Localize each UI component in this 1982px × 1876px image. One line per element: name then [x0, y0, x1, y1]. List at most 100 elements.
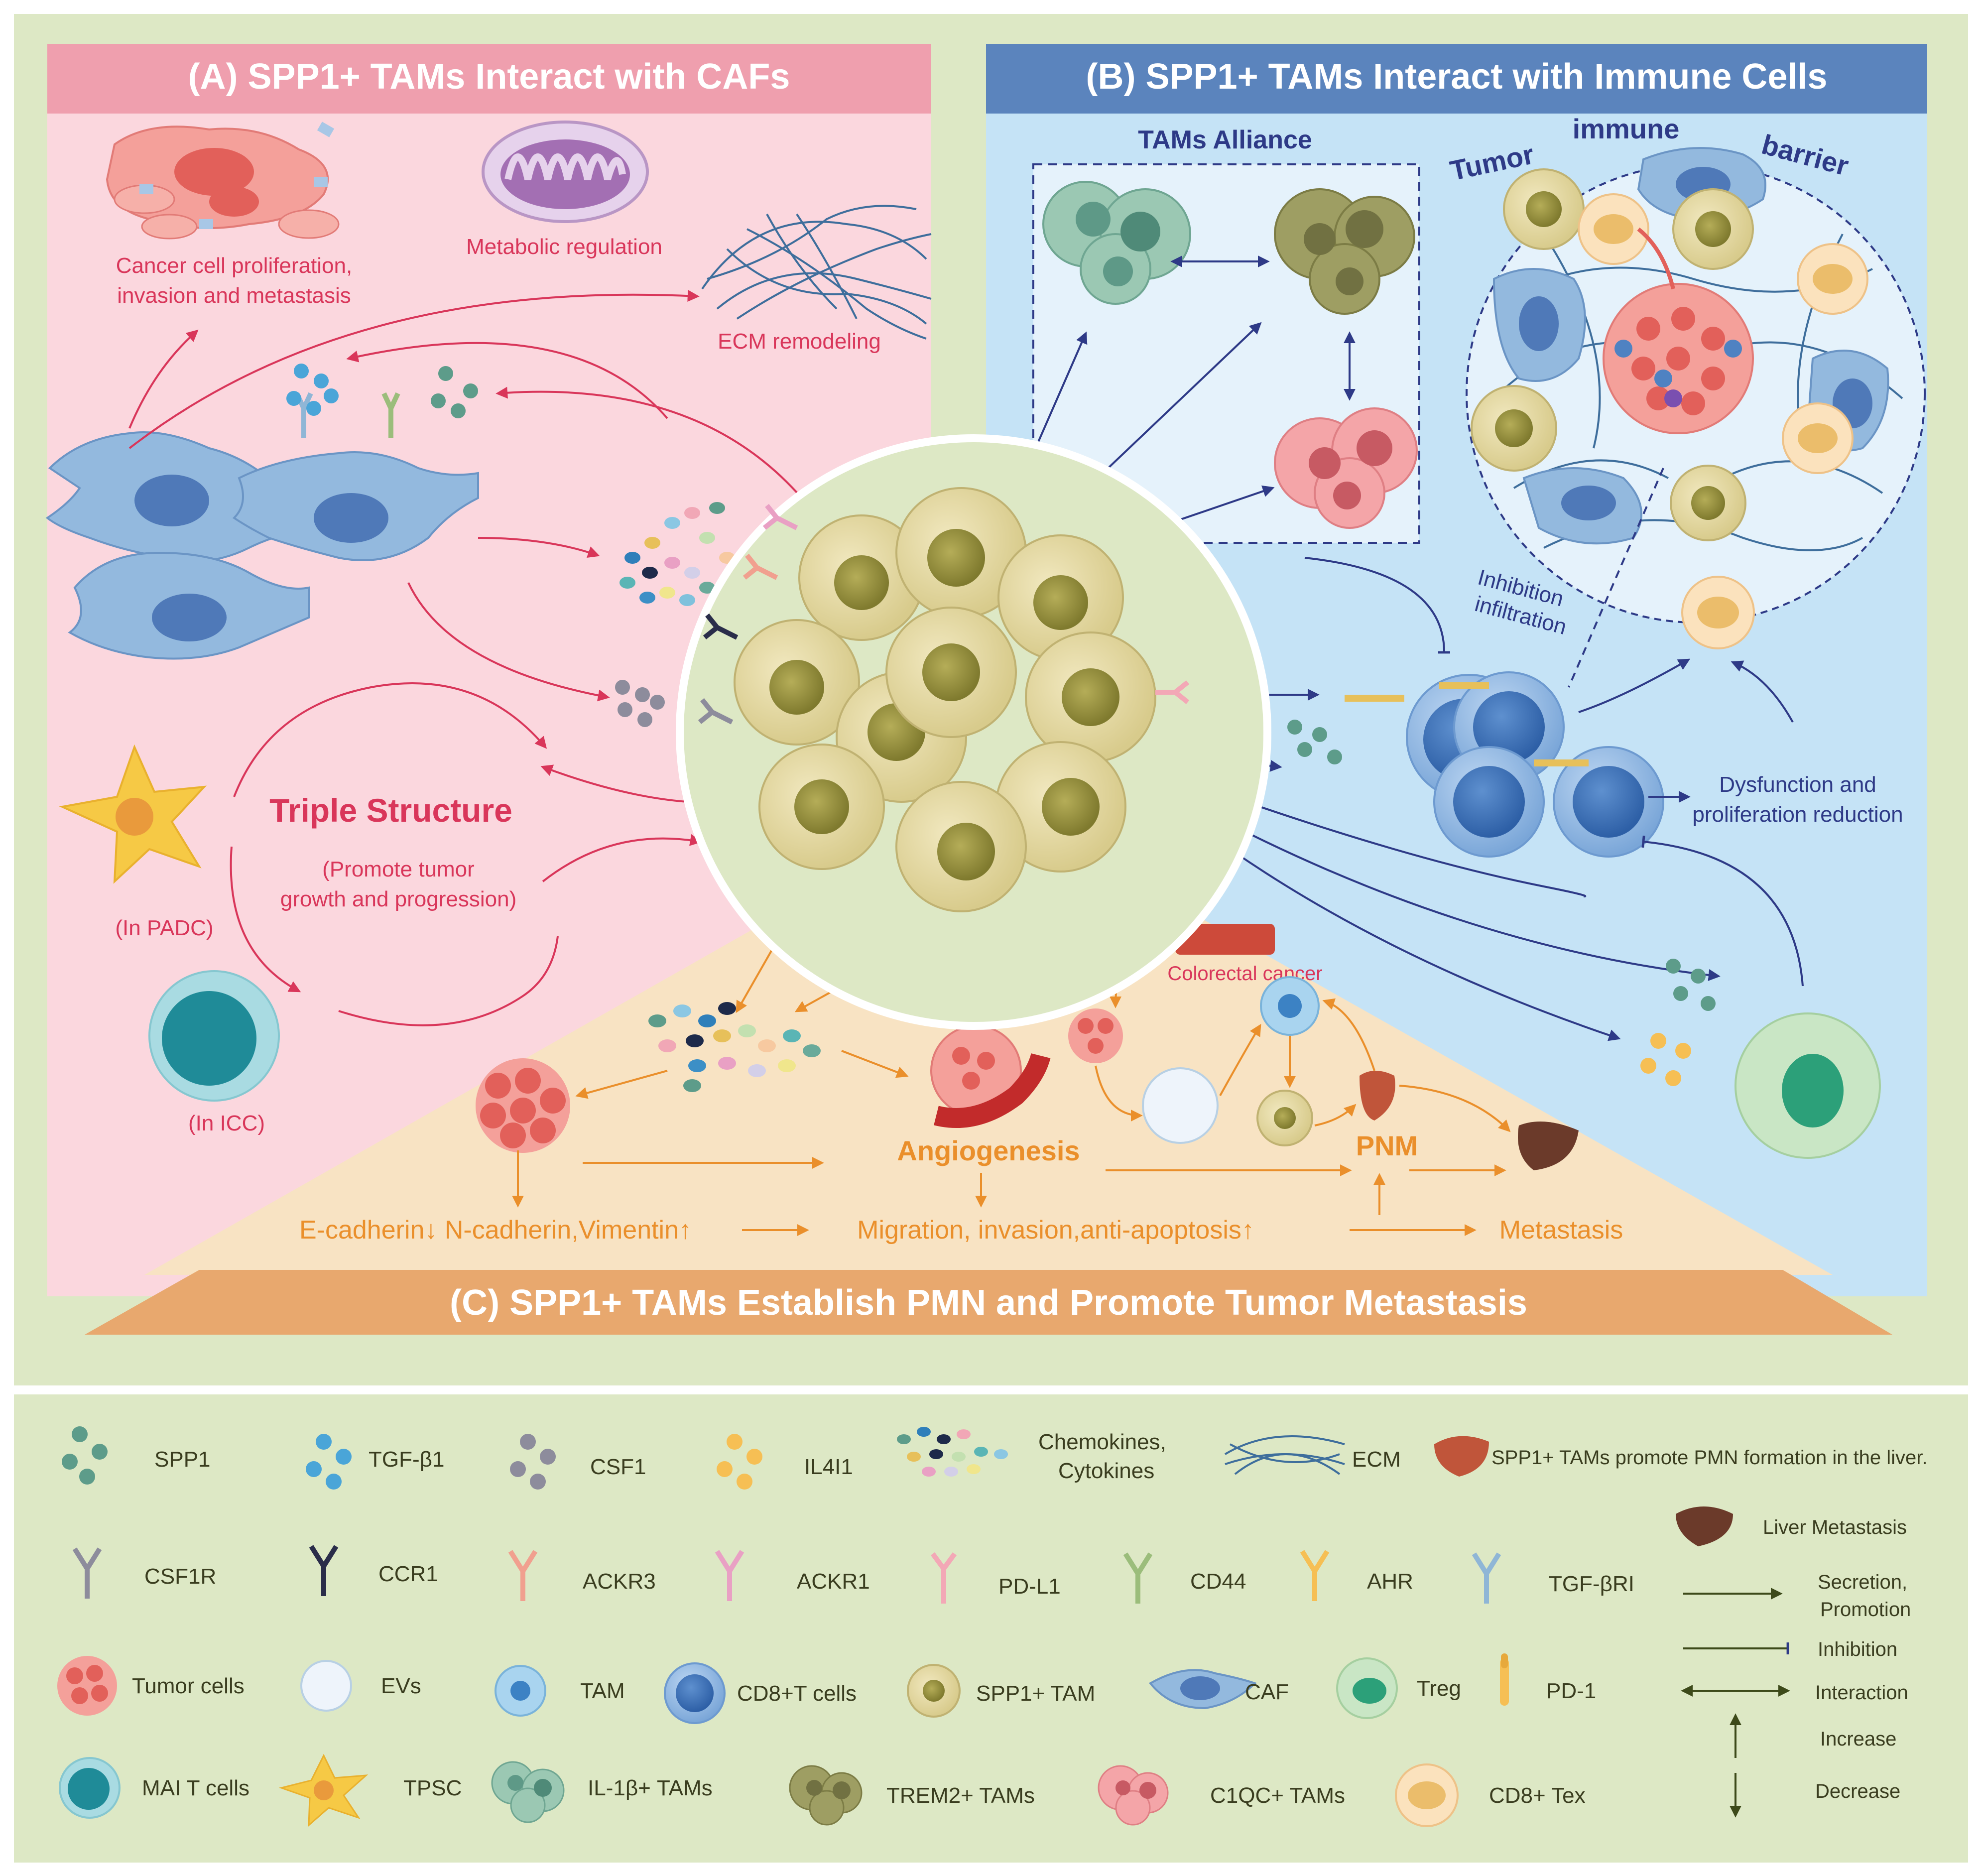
il4i1-dots-icon — [727, 1434, 743, 1450]
legend-decrease-label: Decrease — [1815, 1780, 1900, 1802]
panel-a-arrows — [128, 290, 803, 882]
cancer-cell-label-2: invasion and metastasis — [117, 283, 351, 308]
legend-chemokines-label-2: Cytokines — [1058, 1459, 1154, 1483]
csf1-dots-a — [615, 680, 665, 727]
blood-vessel-icon — [930, 1025, 1051, 1128]
legend-ackr3 — [508, 1550, 538, 1601]
c1qc-tams-legend-icon — [1098, 1765, 1169, 1826]
trem2-tams-legend-icon — [789, 1765, 863, 1826]
metastasis-label: Metastasis — [1499, 1216, 1623, 1245]
legend-interaction-label: Interaction — [1815, 1682, 1908, 1704]
barrier-tumor-core — [1603, 227, 1754, 434]
legend-ahr-label: AHR — [1367, 1569, 1413, 1594]
spp1-dots-b2 — [1666, 959, 1716, 1011]
legend-ackr1-label: ACKR1 — [797, 1569, 870, 1594]
liver-pmn-icon — [1360, 1071, 1395, 1121]
legend-csf1 — [510, 1434, 556, 1490]
legend-spp1 — [62, 1426, 108, 1485]
panel-a-header — [47, 44, 931, 114]
legend-pdl1-label: PD-L1 — [998, 1574, 1061, 1599]
ecm-mesh-icon — [701, 205, 932, 340]
icc-label: (In ICC) — [188, 1111, 265, 1135]
liver-metastasis-icon — [1518, 1122, 1579, 1170]
cancer-cell-label-1: Cancer cell proliferation, — [116, 253, 352, 278]
panel-b-header — [986, 44, 1927, 114]
treg-nucleus — [1782, 1054, 1844, 1127]
migration-label: Migration, invasion,anti-apoptosis↑ — [857, 1216, 1254, 1245]
legend-pd1-label: PD-1 — [1546, 1679, 1596, 1703]
legend-c1qc-label: C1QC+ TAMs — [1210, 1783, 1345, 1808]
panel-a-title: (A) SPP1+ TAMs Interact with CAFs — [188, 57, 790, 97]
triple-structure-cycle — [230, 682, 559, 1026]
cd8-tex-nucleus-b — [1697, 597, 1739, 628]
central-receptors — [698, 503, 1190, 725]
legend-evs-label: EVs — [381, 1674, 421, 1698]
legend: SPP1 TGF-β1 CSF1 IL4I1 Chemokines, Cytok… — [57, 1426, 1928, 1827]
tumor-cluster-c2 — [1068, 1008, 1123, 1063]
emt-label: E-cadherin↓ N-cadherin,Vimentin↑ — [299, 1216, 692, 1245]
csf1r-receptor-icon — [72, 1547, 102, 1599]
csf1-dots-icon — [520, 1434, 536, 1450]
legend-caf-label: CAF — [1245, 1680, 1289, 1704]
dysfunction-label-1: Dysfunction and — [1719, 772, 1876, 797]
spp1-dots-b — [1287, 720, 1342, 764]
ecm-remodeling-label: ECM remodeling — [718, 329, 881, 354]
legend-tpsc-label: TPSC — [403, 1776, 462, 1800]
spp1-dots-a — [431, 366, 478, 418]
ev-vesicle-icon — [300, 1660, 352, 1712]
il1b-tams-icon — [1042, 181, 1191, 305]
ackr1-receptor-icon — [715, 1550, 744, 1601]
triple-sub-2: growth and progression) — [280, 887, 516, 911]
legend-csf1r — [72, 1547, 102, 1599]
il1b-tams-legend-icon — [491, 1761, 565, 1823]
tgfbri-receptor-icon — [1472, 1552, 1501, 1604]
cd8-t-cells-cluster — [1345, 671, 1664, 858]
legend-treg-label: Treg — [1417, 1676, 1461, 1701]
legend-pdl1 — [930, 1552, 957, 1604]
legend-ackr3-label: ACKR3 — [583, 1569, 656, 1594]
tumor-cluster-c — [476, 1058, 570, 1153]
panel-b-title: (B) SPP1+ TAMs Interact with Immune Cell… — [1086, 57, 1828, 97]
mitochondrion-icon — [482, 121, 649, 223]
legend-tgfbri — [1472, 1552, 1501, 1604]
metabolic-label: Metabolic regulation — [466, 235, 662, 259]
barrier-caf-nuclei — [1519, 167, 1872, 520]
ccr1-receptor-icon — [309, 1545, 339, 1596]
pd1-receptor-icon — [1500, 1653, 1509, 1706]
panel-c-banner — [85, 1270, 1892, 1335]
mait-nucleus — [162, 991, 256, 1086]
barrier-spp1-tams — [1471, 168, 1754, 541]
ackr3-receptor-icon — [508, 1550, 538, 1601]
legend-tam-label: TAM — [580, 1679, 625, 1703]
legend-spp1-label: SPP1 — [154, 1447, 211, 1472]
inhibition-dashed-line — [1568, 468, 1664, 688]
cancer-cells-icon — [106, 122, 340, 240]
legend-secretion-label-2: Promotion — [1820, 1599, 1911, 1621]
legend-tumor — [57, 1656, 117, 1716]
legend-tgfb1 — [306, 1434, 352, 1490]
chemokine-dots-icon — [897, 1434, 911, 1444]
legend-chemokines — [897, 1427, 1008, 1477]
spp1-tam-cells — [734, 487, 1156, 912]
central-spp1-tam-cluster — [676, 434, 1271, 1030]
legend-cd44-label: CD44 — [1190, 1569, 1246, 1594]
legend-il4i1-label: IL4I1 — [804, 1455, 853, 1479]
panel-c-title: (C) SPP1+ TAMs Establish PMN and Promote… — [450, 1283, 1527, 1323]
legend-tgfbri-label: TGF-βRI — [1549, 1572, 1634, 1596]
legend-tex-label: CD8+ Tex — [1489, 1783, 1586, 1808]
liver-metastasis-legend-icon — [1676, 1506, 1733, 1546]
tam-nucleus-c — [1278, 994, 1302, 1018]
legend-inhibition-label: Inhibition — [1818, 1638, 1897, 1660]
trem2-tams-icon — [1274, 188, 1415, 315]
c1qc-tams-icon — [1274, 407, 1418, 529]
spp1-dots-icon — [72, 1426, 88, 1442]
legend-secretion-label-1: Secretion, — [1818, 1571, 1907, 1593]
legend-ccr1-label: CCR1 — [378, 1562, 438, 1586]
triple-sub-1: (Promote tumor — [322, 857, 475, 881]
barrier-cd8-tex — [1578, 193, 1868, 474]
panel-c: (C) SPP1+ TAMs Establish PMN and Promote… — [85, 797, 1892, 1335]
legend-csf1-label: CSF1 — [590, 1455, 646, 1479]
legend-liver-pmn-label: SPP1+ TAMs promote PMN formation in the … — [1491, 1447, 1928, 1469]
